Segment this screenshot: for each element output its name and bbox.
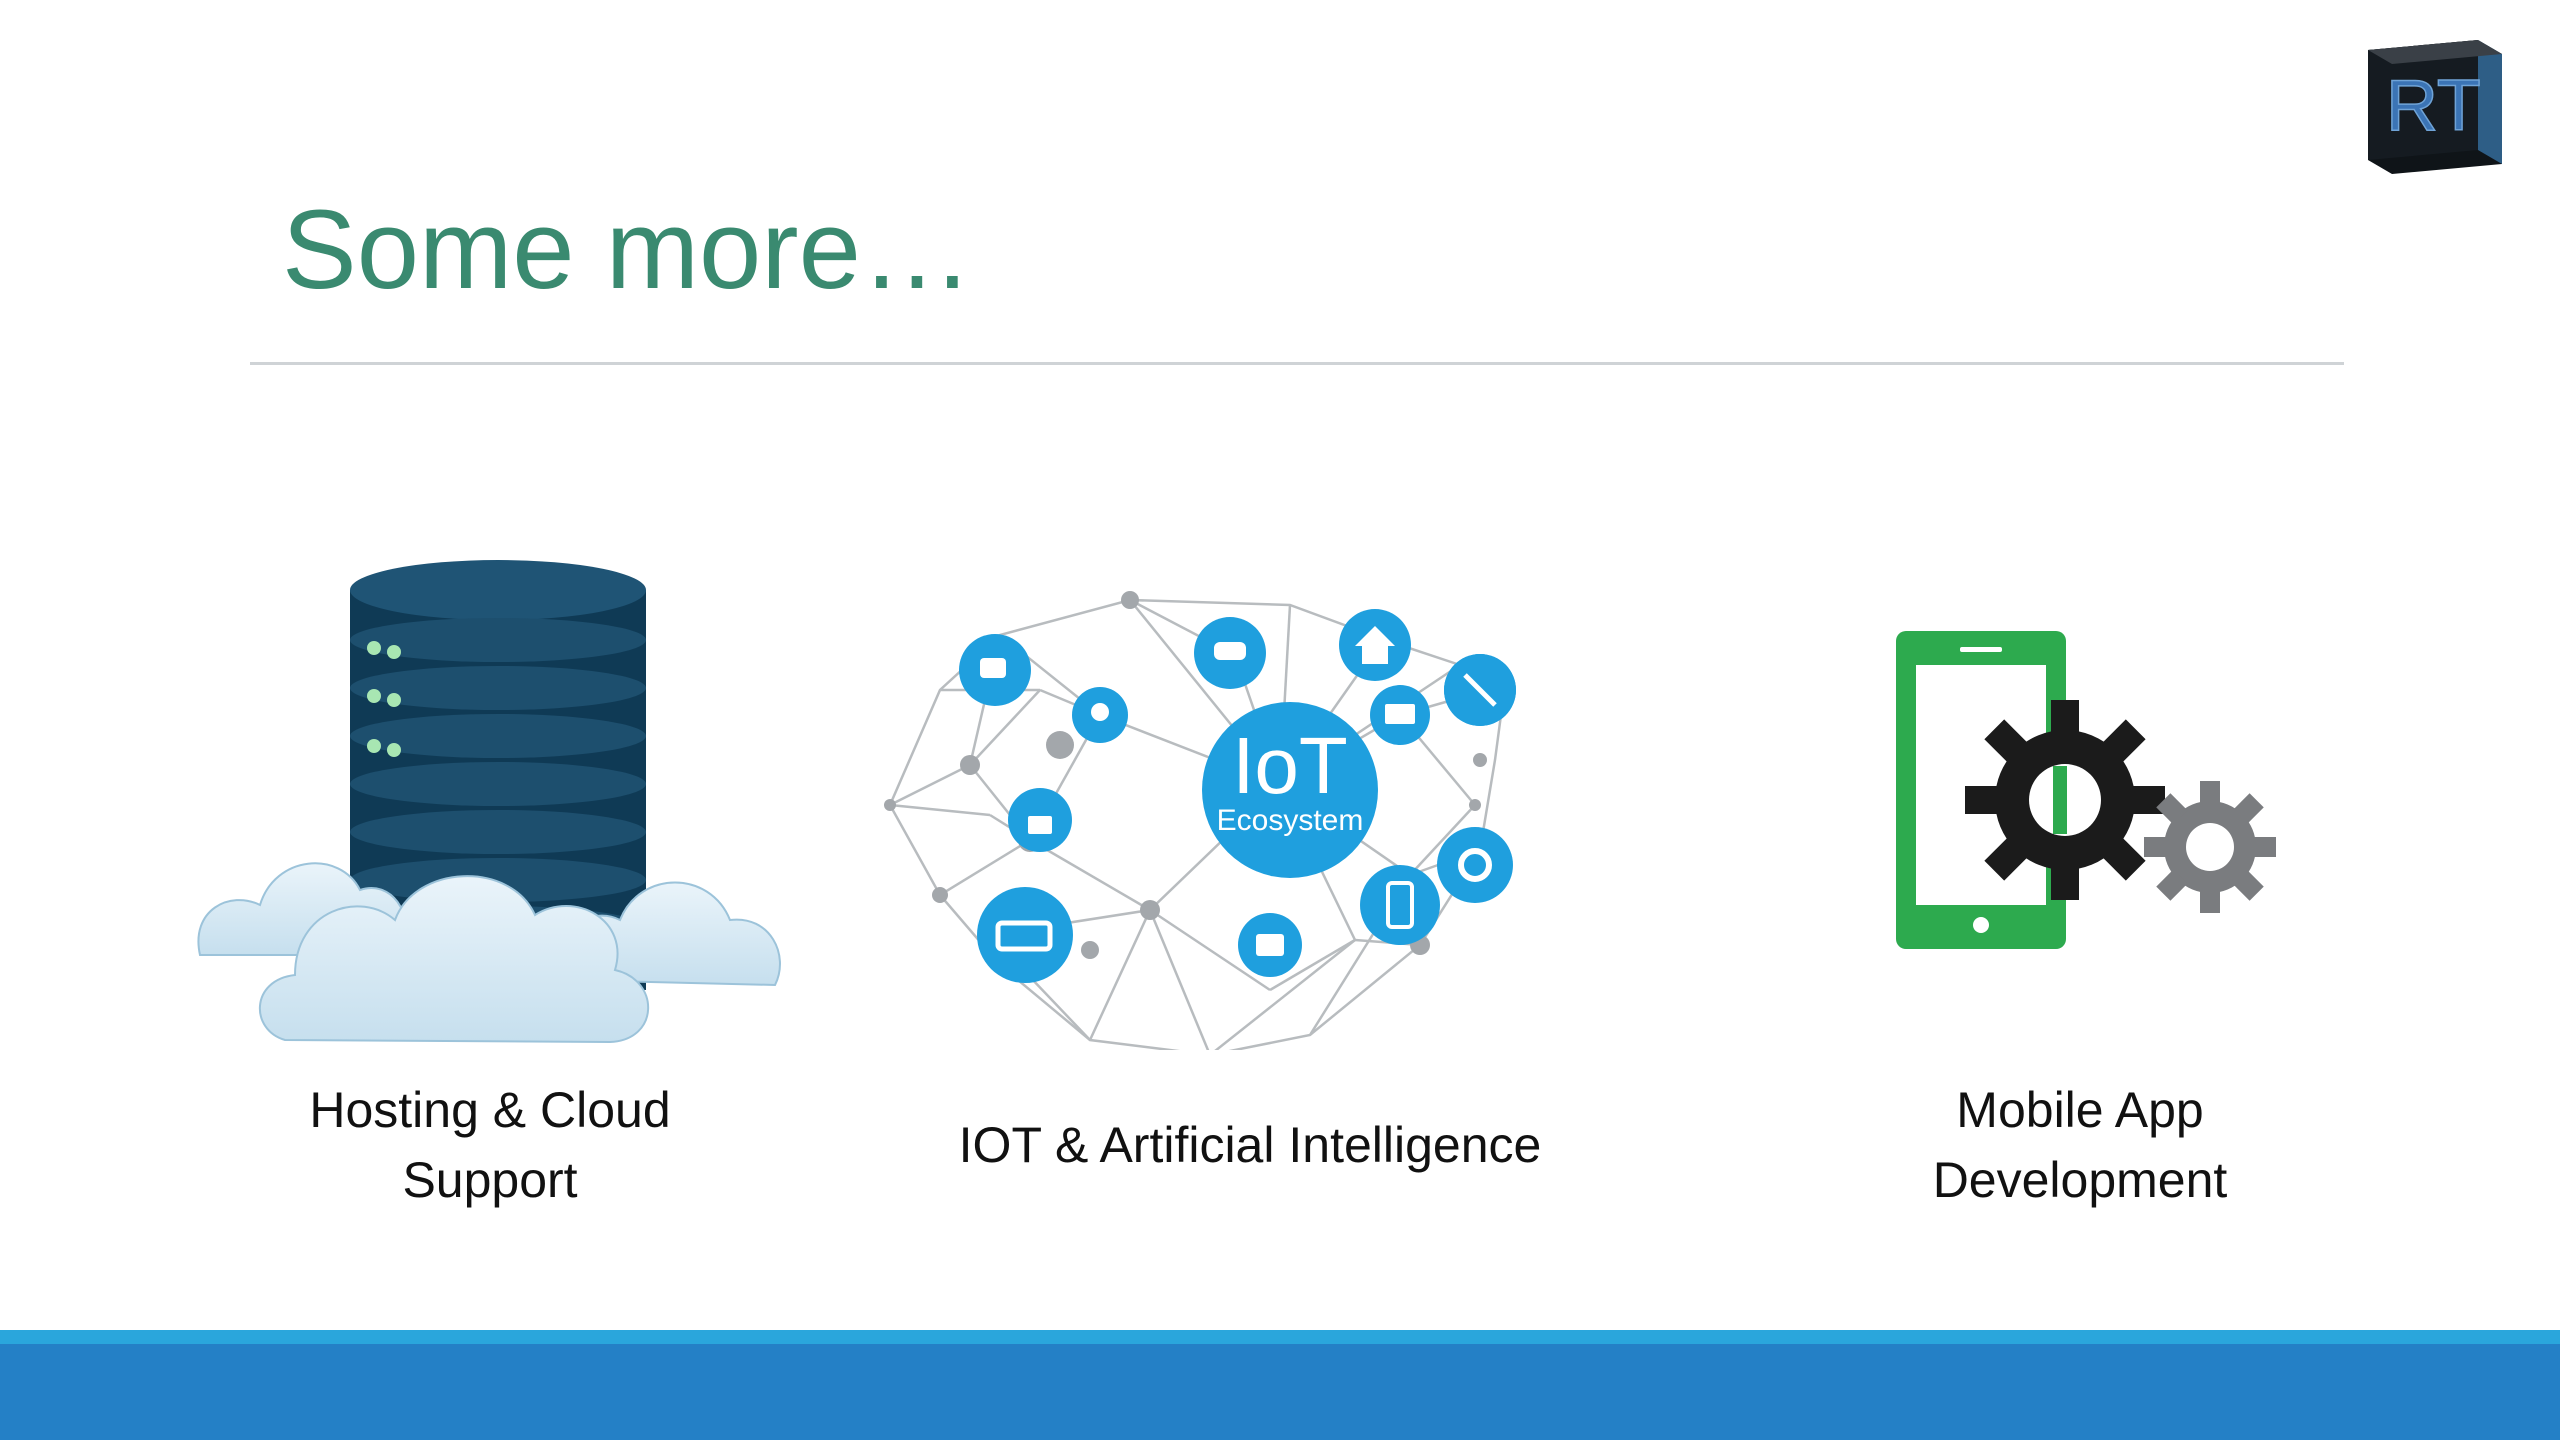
logo-text: RT <box>2386 66 2481 146</box>
iot-badge-title: IoT <box>1232 721 1348 810</box>
mobile-gears-icon <box>1896 631 2276 949</box>
database-cloud-icon <box>197 560 781 1044</box>
title-divider <box>250 362 2344 365</box>
footer-bar <box>0 1344 2560 1440</box>
rt-logo: RT <box>2368 40 2502 174</box>
iot-badge-subtitle: Ecosystem <box>1217 804 1364 837</box>
caption-iot: IOT & Artificial Intelligence <box>880 1110 1620 1180</box>
page-title: Some more… <box>282 187 973 312</box>
caption-line: Hosting & Cloud <box>309 1082 671 1138</box>
caption-line: Mobile App <box>1956 1082 2204 1138</box>
caption-line: Support <box>402 1152 578 1208</box>
footer-accent-bar <box>0 1330 2560 1344</box>
caption-line: IOT & Artificial Intelligence <box>958 1117 1542 1173</box>
caption-line: Development <box>1932 1152 2228 1208</box>
caption-mobile: Mobile App Development <box>1790 1075 2370 1215</box>
caption-hosting: Hosting & Cloud Support <box>190 1075 790 1215</box>
iot-ecosystem-icon: IoT Ecosystem <box>884 591 1516 1050</box>
